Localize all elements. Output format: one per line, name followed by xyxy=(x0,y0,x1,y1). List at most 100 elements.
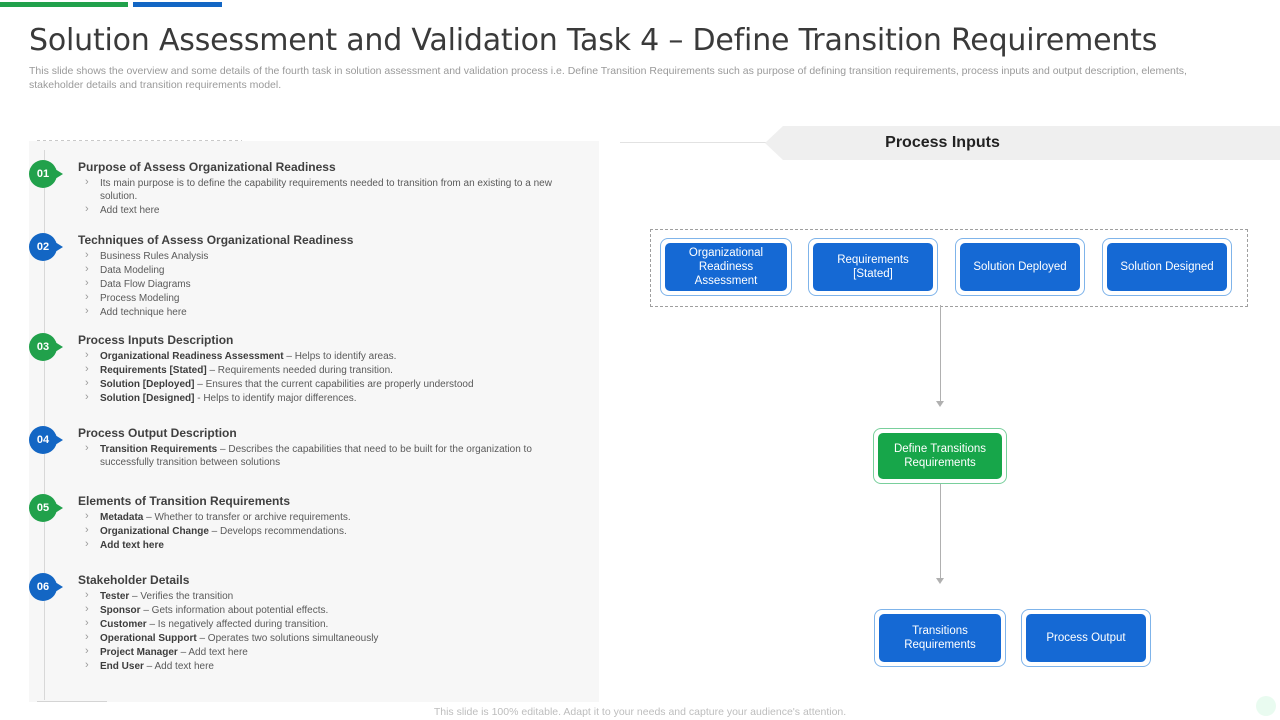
bullet-lead: Add text here xyxy=(100,540,164,551)
list-item: Add technique here xyxy=(78,305,578,319)
bullet-lead: Requirements [Stated] xyxy=(100,365,207,376)
section-bullet-list: Its main purpose is to define the capabi… xyxy=(78,176,578,217)
bullet-lead: Sponsor xyxy=(100,605,141,616)
bullet-text: – Is negatively affected during transiti… xyxy=(146,619,329,630)
section-title: Purpose of Assess Organizational Readine… xyxy=(78,160,336,174)
list-item: Sponsor – Gets information about potenti… xyxy=(78,603,578,617)
bullet-text: – Add text here xyxy=(177,647,248,658)
section-badge-01: 01 xyxy=(29,160,63,188)
timeline-spine xyxy=(44,150,45,700)
connector-arrowhead-bottom xyxy=(936,578,944,584)
list-item: End User – Add text here xyxy=(78,659,578,673)
section-badge-03: 03 xyxy=(29,333,63,361)
section-body: Stakeholder DetailsTester – Verifies the… xyxy=(78,573,578,674)
slide-header: Solution Assessment and Validation Task … xyxy=(29,24,1254,92)
bullet-text: – Requirements needed during transition. xyxy=(206,365,393,376)
diagram-banner: Process Inputs xyxy=(765,126,1280,160)
page-title: Solution Assessment and Validation Task … xyxy=(29,23,1158,58)
bullet-text: – Ensures that the current capabilities … xyxy=(194,379,474,390)
node-define-transitions-requirements[interactable]: Define Transitions Requirements xyxy=(873,428,1007,484)
list-item: Solution [Deployed] – Ensures that the c… xyxy=(78,377,578,391)
connector-arrowhead-top xyxy=(936,401,944,407)
list-item: Operational Support – Operates two solut… xyxy=(78,631,578,645)
list-item: Project Manager – Add text here xyxy=(78,645,578,659)
bullet-text: Its main purpose is to define the capabi… xyxy=(100,178,552,202)
bullet-text: – Describes the capabilities that need t… xyxy=(100,444,532,468)
list-item: Process Modeling xyxy=(78,291,578,305)
section-bullet-list: Organizational Readiness Assessment – He… xyxy=(78,349,578,405)
section-body: Purpose of Assess Organizational Readine… xyxy=(78,160,578,218)
section-bullet-list: Transition Requirements – Describes the … xyxy=(78,442,578,469)
section-badge-05: 05 xyxy=(29,494,63,522)
panel-top-rule xyxy=(37,140,242,141)
section-title: Stakeholder Details xyxy=(78,573,190,587)
node-process-output[interactable]: Process Output xyxy=(1021,609,1151,667)
bullet-lead: End User xyxy=(100,661,144,672)
section-title: Elements of Transition Requirements xyxy=(78,494,291,508)
bullet-text: – Operates two solutions simultaneously xyxy=(196,633,379,644)
process-inputs-group xyxy=(650,229,1248,307)
section-badge-02: 02 xyxy=(29,233,63,261)
section-bullet-list: Metadata – Whether to transfer or archiv… xyxy=(78,510,578,552)
node-solution-deployed[interactable]: Solution Deployed xyxy=(955,238,1085,296)
bullet-lead: Organizational Readiness Assessment xyxy=(100,351,284,362)
section-title: Process Output Description xyxy=(78,426,237,440)
bullet-lead: Project Manager xyxy=(100,647,178,658)
connector-inputs-to-process xyxy=(940,305,941,403)
node-label: Transitions Requirements xyxy=(879,614,1001,662)
bullet-lead: Operational Support xyxy=(100,633,197,644)
list-item: Customer – Is negatively affected during… xyxy=(78,617,578,631)
bullet-text: – Add text here xyxy=(143,661,214,672)
accent-bar-blue xyxy=(133,2,222,7)
node-label: Process Output xyxy=(1026,614,1146,662)
list-item: Organizational Readiness Assessment – He… xyxy=(78,349,578,363)
section-body: Process Output DescriptionTransition Req… xyxy=(78,426,578,470)
bullet-text: Process Modeling xyxy=(100,293,180,304)
list-item: Add text here xyxy=(78,203,578,217)
node-solution-designed[interactable]: Solution Designed xyxy=(1102,238,1232,296)
corner-decoration-dot xyxy=(1256,696,1276,716)
node-organizational-readiness-assessment[interactable]: Organizational Readiness Assessment xyxy=(660,238,792,296)
banner-leader-line xyxy=(620,142,772,143)
bullet-text: Add text here xyxy=(100,205,160,216)
list-item: Add text here xyxy=(78,538,578,552)
bullet-lead: Customer xyxy=(100,619,147,630)
bullet-lead: Solution [Designed] xyxy=(100,393,195,404)
top-accent-bars xyxy=(0,0,1280,8)
section-badge-06: 06 xyxy=(29,573,63,601)
section-badge-04: 04 xyxy=(29,426,63,454)
bullet-text: – Gets information about potential effec… xyxy=(140,605,329,616)
list-item: Business Rules Analysis xyxy=(78,249,578,263)
node-transitions-requirements[interactable]: Transitions Requirements xyxy=(874,609,1006,667)
list-item: Metadata – Whether to transfer or archiv… xyxy=(78,510,578,524)
node-requirements-stated[interactable]: Requirements [Stated] xyxy=(808,238,938,296)
diagram-banner-label: Process Inputs xyxy=(885,134,1000,151)
footer-note: This slide is 100% editable. Adapt it to… xyxy=(433,706,847,718)
list-item: Its main purpose is to define the capabi… xyxy=(78,176,578,203)
bullet-text: – Verifies the transition xyxy=(129,591,234,602)
node-label: Requirements [Stated] xyxy=(813,243,933,291)
connector-process-to-output xyxy=(940,484,941,580)
page-subtitle: This slide shows the overview and some d… xyxy=(29,65,1187,91)
bullet-text: – Helps to identify areas. xyxy=(283,351,397,362)
bullet-lead: Transition Requirements xyxy=(100,444,218,455)
section-body: Elements of Transition RequirementsMetad… xyxy=(78,494,578,553)
section-body: Process Inputs DescriptionOrganizational… xyxy=(78,333,578,406)
bullet-text: Data Flow Diagrams xyxy=(100,279,191,290)
list-item: Transition Requirements – Describes the … xyxy=(78,442,578,469)
bullet-text: – Develops recommendations. xyxy=(208,526,347,537)
list-item: Solution [Designed] - Helps to identify … xyxy=(78,391,578,405)
bullet-lead: Organizational Change xyxy=(100,526,209,537)
list-item: Requirements [Stated] – Requirements nee… xyxy=(78,363,578,377)
accent-bar-green xyxy=(0,2,128,7)
section-body: Techniques of Assess Organizational Read… xyxy=(78,233,578,320)
bullet-text: - Helps to identify major differences. xyxy=(194,393,357,404)
node-label: Define Transitions Requirements xyxy=(878,433,1002,479)
bullet-lead: Tester xyxy=(100,591,130,602)
section-title: Techniques of Assess Organizational Read… xyxy=(78,233,354,247)
bullet-text: – Whether to transfer or archive require… xyxy=(143,512,351,523)
bullet-lead: Metadata xyxy=(100,512,144,523)
list-item: Organizational Change – Develops recomme… xyxy=(78,524,578,538)
section-title: Process Inputs Description xyxy=(78,333,234,347)
bullet-text: Business Rules Analysis xyxy=(100,251,209,262)
